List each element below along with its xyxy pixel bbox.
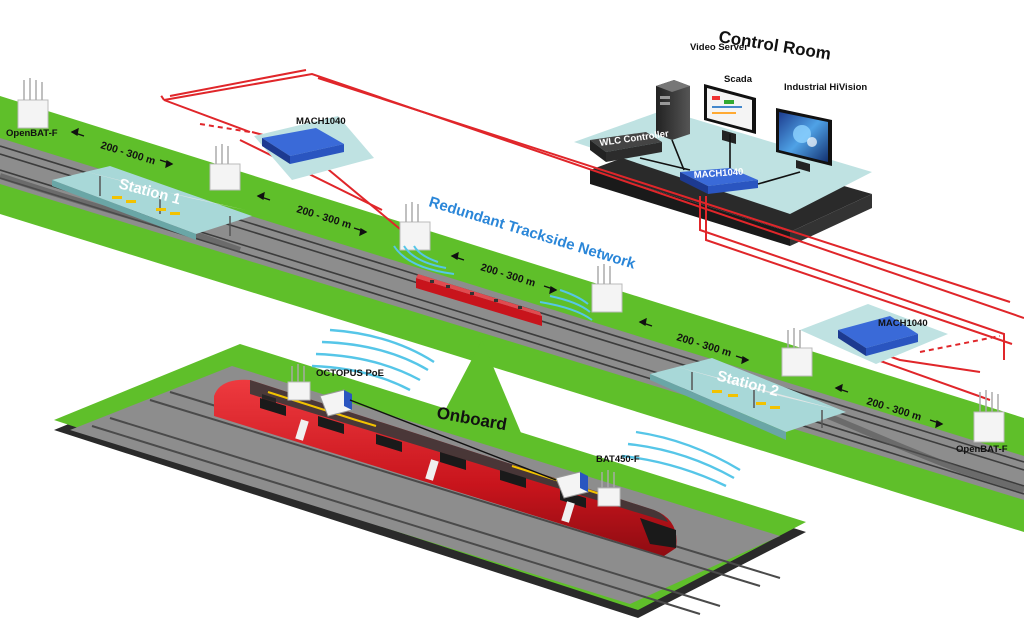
redundant-network-links [163, 69, 1024, 401]
onboard-ap-front [287, 364, 311, 401]
video-server-text: Video Server [690, 42, 748, 53]
trackside-train [416, 274, 542, 326]
onboard-switch-rear [555, 471, 589, 499]
scada-label: Scada [724, 74, 753, 85]
industrial-hivision-monitor: Industrial HiVision [776, 82, 867, 172]
station-2: Station 2 [650, 358, 846, 440]
onboard-switch-label: OCTOPUS PoE [316, 368, 384, 379]
access-point-left-end: OpenBAT-F [6, 78, 58, 139]
right-switch-label: MACH1040 [878, 318, 928, 329]
left-switch-label: MACH1040 [296, 116, 346, 127]
industrial-hivision-label: Industrial HiVision [784, 82, 867, 93]
access-point-4 [591, 264, 623, 313]
access-point-2 [209, 144, 241, 191]
left-switch: MACH1040 [254, 116, 374, 180]
access-point-right-label: OpenBAT-F [956, 444, 1008, 455]
onboard-switch-front: OCTOPUS PoE [316, 368, 384, 417]
access-point-right-end: OpenBAT-F [956, 390, 1008, 455]
access-point-3 [399, 202, 431, 251]
onboard-ap-rear: BAT450-F [596, 454, 640, 507]
access-point-left-label: OpenBAT-F [6, 128, 58, 139]
onboard-ap-label: BAT450-F [596, 454, 640, 465]
industrial-hivision-text: Industrial HiVision [784, 82, 867, 93]
control-room-switch: MACH1040 [680, 167, 758, 194]
video-server: Video Server [656, 42, 748, 140]
scada-monitor: Scada [704, 74, 756, 144]
video-server-label: Video Server [690, 42, 748, 53]
access-point-5 [781, 328, 813, 377]
control-room: Control Room Video Server Scada [574, 27, 872, 246]
station-1: Station 1 [52, 166, 252, 240]
trackside-wifi [393, 245, 593, 321]
control-room-switch-label: MACH1040 [693, 167, 743, 181]
onboard-inset: Onboard [54, 328, 806, 618]
right-switch: MACH1040 [800, 304, 948, 364]
onboard-wifi [311, 328, 741, 488]
